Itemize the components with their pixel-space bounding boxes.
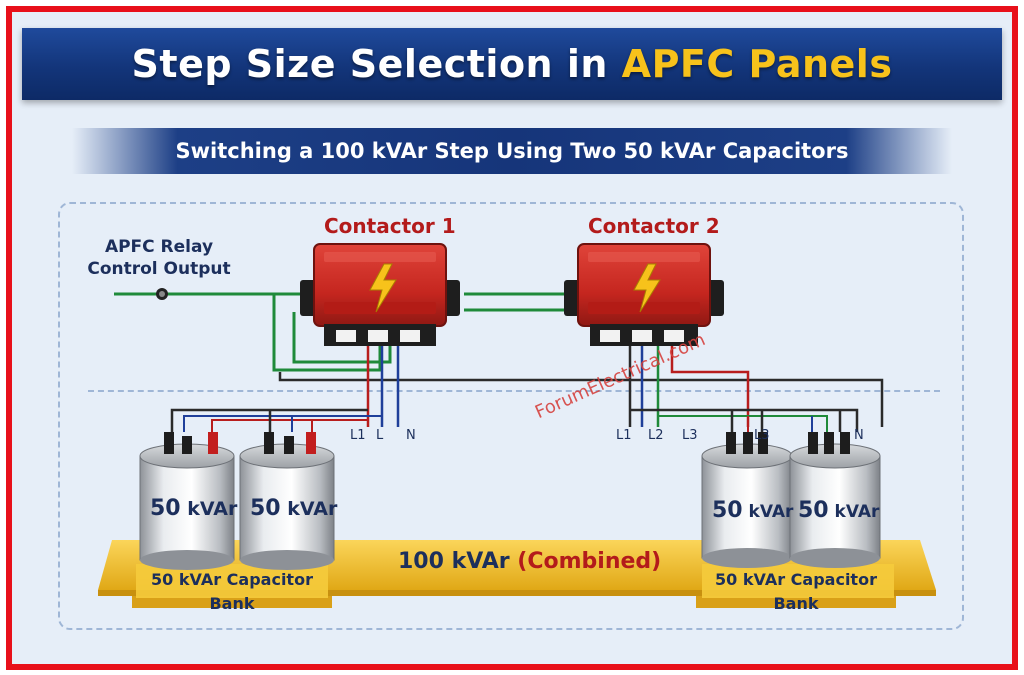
diagram-frame: Step Size Selection in APFC Panels Switc… bbox=[6, 6, 1018, 670]
terminal-label: L3 bbox=[754, 428, 770, 443]
capacitor-value: 50 bbox=[798, 498, 829, 523]
bank-2-label: 50 kVAr Capacitor Bank bbox=[696, 568, 896, 616]
capacitor-value: 50 bbox=[712, 498, 743, 523]
capacitor-3-label: 50 kVAr bbox=[712, 498, 793, 523]
capacitor-value: 50 bbox=[250, 496, 281, 521]
capacitor-unit: kVAr bbox=[187, 498, 238, 520]
bank-label-line2: Bank bbox=[773, 594, 819, 613]
capacitor-value: 50 bbox=[150, 496, 181, 521]
page-title: Step Size Selection in APFC Panels bbox=[132, 42, 893, 86]
title-bar: Step Size Selection in APFC Panels bbox=[22, 28, 1002, 100]
diagram-area bbox=[58, 202, 964, 630]
bank-label-line1: 50 kVAr Capacitor bbox=[715, 570, 877, 589]
control-wires bbox=[114, 288, 578, 372]
terminal-label: N bbox=[406, 428, 416, 443]
title-main: Step Size Selection in bbox=[131, 42, 622, 86]
wiring-diagram bbox=[98, 243, 936, 608]
capacitor-4-label: 50 kVAr bbox=[798, 498, 879, 523]
capacitor-2-label: 50 kVAr bbox=[250, 496, 337, 521]
bank-1-label: 50 kVAr Capacitor Bank bbox=[132, 568, 332, 616]
capacitor-unit: kVAr bbox=[748, 502, 794, 522]
terminal-label: L bbox=[376, 428, 384, 443]
bank-label-line2: Bank bbox=[209, 594, 255, 613]
terminal-label: L3 bbox=[682, 428, 698, 443]
title-accent: APFC Panels bbox=[621, 42, 893, 86]
subtitle: Switching a 100 kVAr Step Using Two 50 k… bbox=[175, 139, 849, 163]
terminal-label: L1 bbox=[616, 428, 632, 443]
relay-label-line2: Control Output bbox=[87, 259, 231, 279]
subtitle-bar: Switching a 100 kVAr Step Using Two 50 k… bbox=[72, 128, 952, 174]
capacitor-1-body bbox=[139, 432, 235, 570]
capacitor-4-body bbox=[789, 432, 881, 568]
terminal-label: L1 bbox=[350, 428, 366, 443]
capacitor-unit: kVAr bbox=[287, 498, 338, 520]
divider-line bbox=[88, 390, 940, 392]
capacitor-3-body bbox=[701, 432, 793, 568]
capacitor-1-label: 50 kVAr bbox=[150, 496, 237, 521]
combined-note: (Combined) bbox=[517, 549, 662, 574]
combined-value: 100 kVAr bbox=[398, 549, 510, 574]
relay-label-line1: APFC Relay bbox=[104, 237, 214, 257]
relay-label: APFC Relay Control Output bbox=[84, 236, 234, 280]
capacitor-2-body bbox=[239, 432, 335, 570]
contactor-2-label: Contactor 2 bbox=[588, 214, 720, 238]
contactor-2-body bbox=[564, 243, 724, 346]
terminal-label: N bbox=[854, 428, 864, 443]
capacitor-unit: kVAr bbox=[834, 502, 880, 522]
bank-label-line1: 50 kVAr Capacitor bbox=[151, 570, 313, 589]
contactor-1-label: Contactor 1 bbox=[324, 214, 456, 238]
terminal-label: L2 bbox=[648, 428, 664, 443]
contactor-1-body bbox=[300, 243, 460, 346]
combined-label: 100 kVAr (Combined) bbox=[398, 549, 661, 574]
power-wires bbox=[170, 342, 884, 432]
